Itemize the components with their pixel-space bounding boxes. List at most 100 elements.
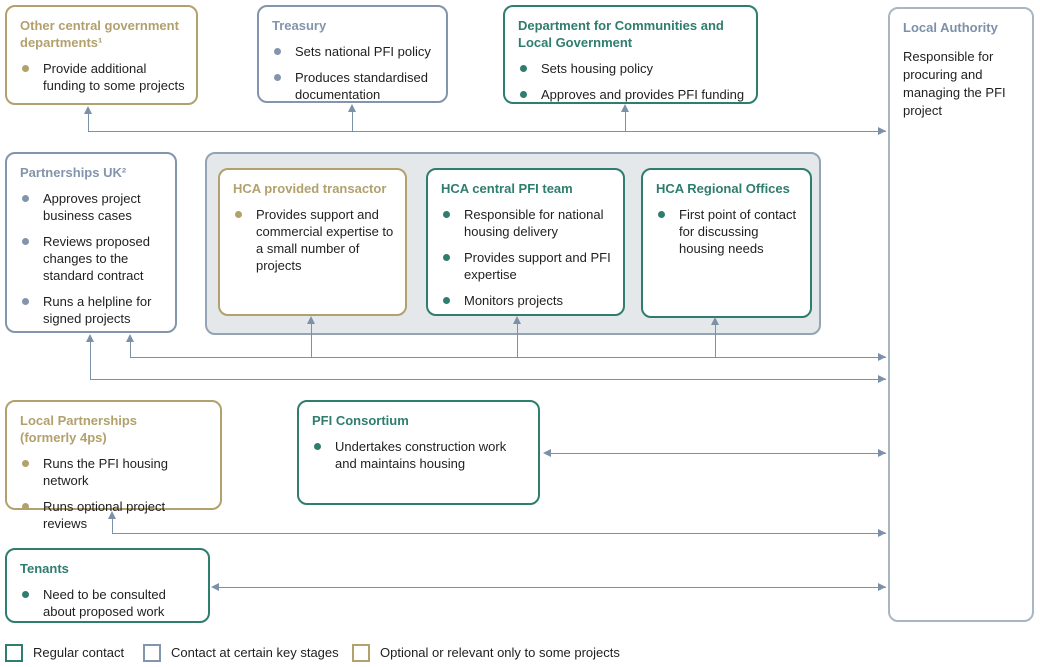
connector-line	[517, 321, 518, 357]
box-title: Other central government departments¹	[20, 18, 179, 50]
list-item: Need to be consulted about proposed work	[20, 586, 198, 620]
box-title: Local Partnerships (formerly 4ps)	[20, 413, 138, 445]
bullet-dot	[22, 238, 29, 245]
box-hca-regional-offices: HCA Regional Offices First point of cont…	[641, 168, 812, 318]
connector-line	[90, 339, 91, 379]
arrowhead-right-icon	[878, 353, 886, 361]
list-item: First point of contact for discussing ho…	[656, 206, 800, 257]
bullet-dot	[22, 195, 29, 202]
arrowhead-up-icon	[126, 334, 134, 342]
arrowhead-up-icon	[621, 104, 629, 112]
legend-swatch-blue	[143, 644, 161, 662]
arrowhead-up-icon	[108, 511, 116, 519]
connector-line	[715, 322, 716, 357]
bullet-text: Runs a helpline for signed projects	[43, 294, 152, 326]
legend-swatch-tan	[352, 644, 370, 662]
box-hca-central-pfi-team: HCA central PFI team Responsible for nat…	[426, 168, 625, 316]
bullet-text: Sets national PFI policy	[295, 44, 431, 59]
box-tenants: Tenants Need to be consulted about propo…	[5, 548, 210, 623]
bullet-dot	[235, 211, 242, 218]
bullet-text: Runs the PFI housing network	[43, 456, 169, 488]
box-treasury: Treasury Sets national PFI policy Produc…	[257, 5, 448, 103]
connector-line	[112, 516, 113, 533]
list-item: Provide additional funding to some proje…	[20, 60, 186, 94]
box-dclg: Department for Communities and Local Gov…	[503, 5, 758, 104]
box-title: Partnerships UK²	[20, 165, 127, 180]
box-other-central-departments: Other central government departments¹ Pr…	[5, 5, 198, 105]
connector-line	[90, 379, 886, 380]
arrowhead-right-icon	[878, 127, 886, 135]
box-local-authority: Local Authority Responsible for procurin…	[888, 7, 1034, 622]
arrowhead-right-icon	[878, 449, 886, 457]
bullet-dot	[443, 211, 450, 218]
arrowhead-up-icon	[307, 316, 315, 324]
box-hca-provided-transactor: HCA provided transactor Provides support…	[218, 168, 407, 316]
bullet-dot	[22, 65, 29, 72]
list-item: Provides support and commercial expertis…	[233, 206, 395, 274]
list-item: Reviews proposed changes to the standard…	[20, 233, 165, 284]
arrowhead-left-icon	[211, 583, 219, 591]
bullet-text: Approves project business cases	[43, 191, 141, 223]
connector-line	[311, 321, 312, 357]
list-item: Runs the PFI housing network	[20, 455, 210, 489]
box-title: Treasury	[272, 18, 327, 33]
connector-line	[88, 111, 89, 131]
box-partnerships-uk: Partnerships UK² Approves project busine…	[5, 152, 177, 333]
bullet-dot	[22, 503, 29, 510]
bullet-dot	[22, 591, 29, 598]
bullet-dot	[274, 74, 281, 81]
bullet-text: Undertakes construction work and maintai…	[335, 439, 507, 471]
bullet-text: Provides support and commercial expertis…	[256, 207, 394, 273]
bullet-text: Reviews proposed changes to the standard…	[43, 234, 150, 283]
bullet-dot	[658, 211, 665, 218]
list-item: Monitors projects	[441, 292, 613, 309]
arrowhead-up-icon	[86, 334, 94, 342]
bullet-text: Provides support and PFI expertise	[464, 250, 611, 282]
legend-item-regular-contact: Regular contact	[5, 644, 124, 662]
list-item: Responsible for national housing deliver…	[441, 206, 613, 240]
legend-item-optional: Optional or relevant only to some projec…	[352, 644, 620, 662]
arrowhead-up-icon	[348, 104, 356, 112]
bullet-text: Produces standardised documentation	[295, 70, 428, 102]
bullet-dot	[520, 91, 527, 98]
connector-line	[547, 453, 886, 454]
connector-line	[625, 109, 626, 131]
bullet-text: Runs optional project reviews	[43, 499, 166, 531]
bullet-dot	[274, 48, 281, 55]
bullet-text: Need to be consulted about proposed work	[43, 587, 166, 619]
list-item: Sets national PFI policy	[272, 43, 436, 60]
connector-line	[130, 339, 131, 357]
list-item: Undertakes construction work and maintai…	[312, 438, 528, 472]
list-item: Approves and provides PFI funding	[518, 86, 746, 103]
connector-line	[112, 533, 886, 534]
bullet-text: Provide additional funding to some proje…	[43, 61, 185, 93]
box-pfi-consortium: PFI Consortium Undertakes construction w…	[297, 400, 540, 505]
bullet-text: First point of contact for discussing ho…	[679, 207, 797, 256]
box-title: HCA Regional Offices	[656, 181, 790, 196]
arrowhead-up-icon	[84, 106, 92, 114]
bullet-dot	[443, 254, 450, 261]
connector-line	[215, 587, 886, 588]
list-item: Runs a helpline for signed projects	[20, 293, 165, 327]
bullet-dot	[443, 297, 450, 304]
bullet-dot	[314, 443, 321, 450]
list-item: Runs optional project reviews	[20, 498, 210, 532]
box-title: HCA provided transactor	[233, 181, 387, 196]
box-title: Local Authority	[903, 20, 998, 35]
bullet-text: Monitors projects	[464, 293, 563, 308]
box-title: HCA central PFI team	[441, 181, 573, 196]
bullet-dot	[22, 298, 29, 305]
legend-swatch-teal	[5, 644, 23, 662]
box-local-partnerships: Local Partnerships (formerly 4ps) Runs t…	[5, 400, 222, 531]
box-body-text: Responsible for procuring and managing t…	[903, 49, 1006, 118]
box-title: PFI Consortium	[312, 413, 409, 428]
box-title: Department for Communities and Local Gov…	[518, 18, 724, 50]
arrowhead-right-icon	[878, 375, 886, 383]
legend-item-key-stages: Contact at certain key stages	[143, 644, 339, 662]
bullet-dot	[22, 460, 29, 467]
list-item: Approves project business cases	[20, 190, 165, 224]
bullet-text: Responsible for national housing deliver…	[464, 207, 604, 239]
arrowhead-right-icon	[878, 583, 886, 591]
bullet-dot	[520, 65, 527, 72]
